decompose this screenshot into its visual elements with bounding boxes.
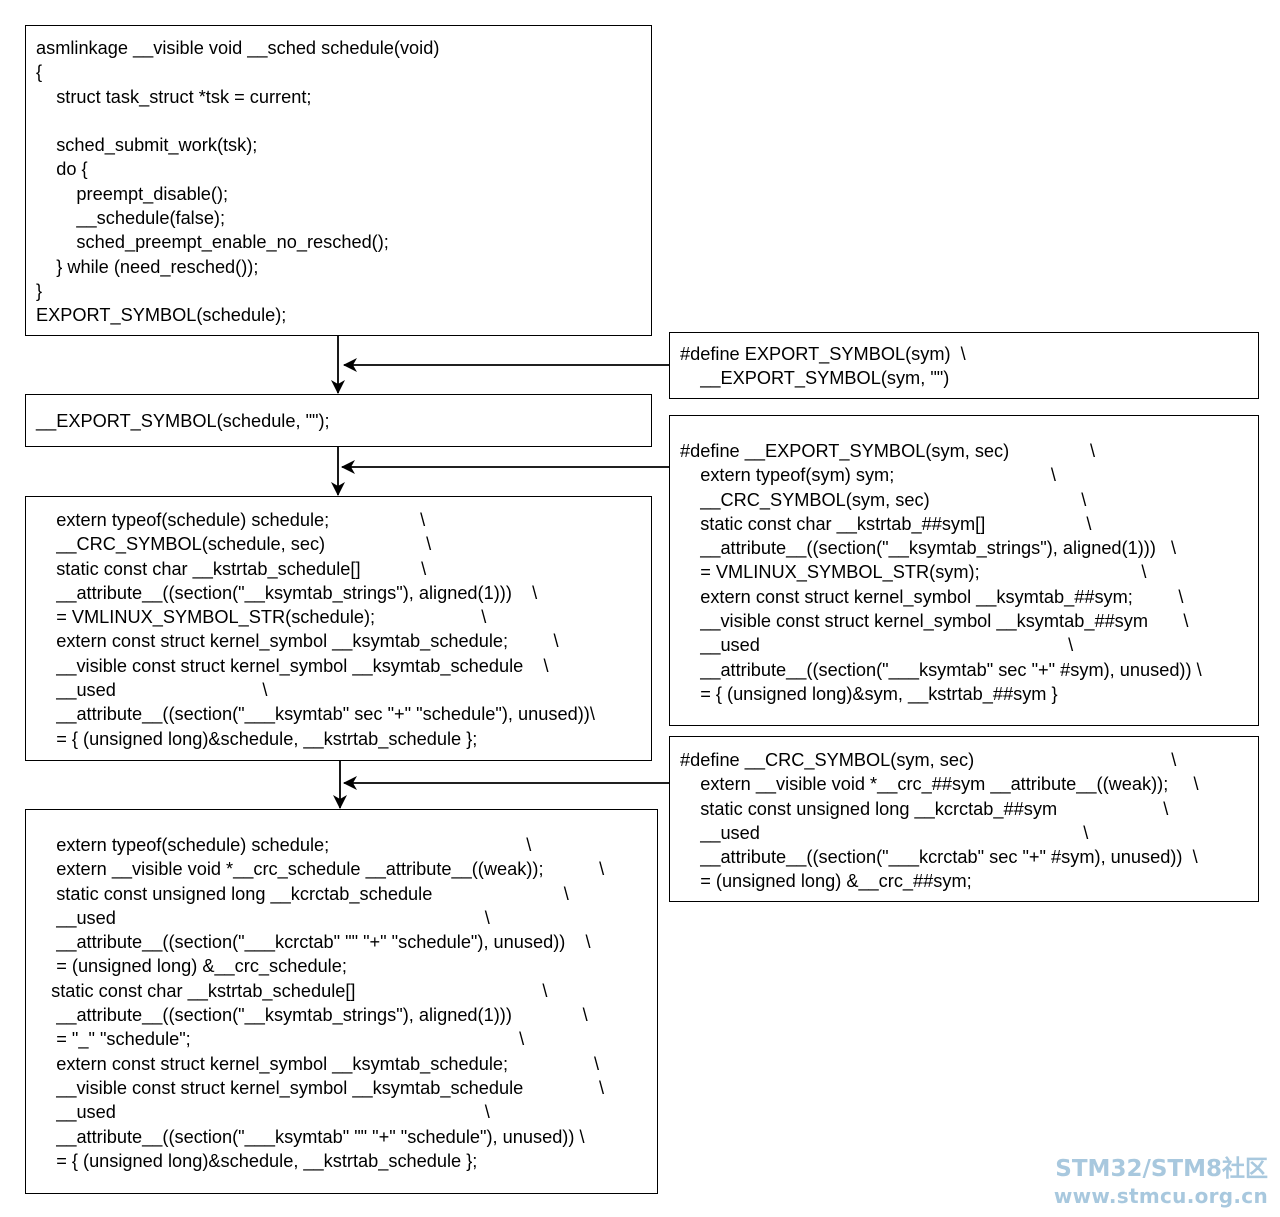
export-symbol-call-code: __EXPORT_SYMBOL(schedule, ""); — [36, 411, 330, 431]
watermark-url: www.stmcu.org.cn — [1053, 1184, 1268, 1208]
define-crc-symbol-code: #define __CRC_SYMBOL(sym, sec) \ extern … — [680, 750, 1199, 892]
schedule-function-box: asmlinkage __visible void __sched schedu… — [25, 25, 652, 336]
first-expansion-box: extern typeof(schedule) schedule; \ __CR… — [25, 496, 652, 761]
define-export-symbol-box: #define EXPORT_SYMBOL(sym) \ __EXPORT_SY… — [669, 332, 1259, 399]
export-symbol-call-box: __EXPORT_SYMBOL(schedule, ""); — [25, 394, 652, 447]
first-expansion-code: extern typeof(schedule) schedule; \ __CR… — [56, 510, 595, 749]
define-export-symbol-inner-code: #define __EXPORT_SYMBOL(sym, sec) \ exte… — [680, 441, 1202, 704]
define-export-symbol-code: #define EXPORT_SYMBOL(sym) \ __EXPORT_SY… — [680, 344, 966, 389]
watermark-title: STM32/STM8社区 — [1055, 1156, 1268, 1182]
final-expansion-box: extern typeof(schedule) schedule; \ exte… — [25, 809, 658, 1194]
final-expansion-code: extern typeof(schedule) schedule; \ exte… — [51, 835, 605, 1171]
schedule-function-code: asmlinkage __visible void __sched schedu… — [36, 38, 440, 326]
define-crc-symbol-box: #define __CRC_SYMBOL(sym, sec) \ extern … — [669, 736, 1259, 902]
define-export-symbol-inner-box: #define __EXPORT_SYMBOL(sym, sec) \ exte… — [669, 415, 1259, 726]
